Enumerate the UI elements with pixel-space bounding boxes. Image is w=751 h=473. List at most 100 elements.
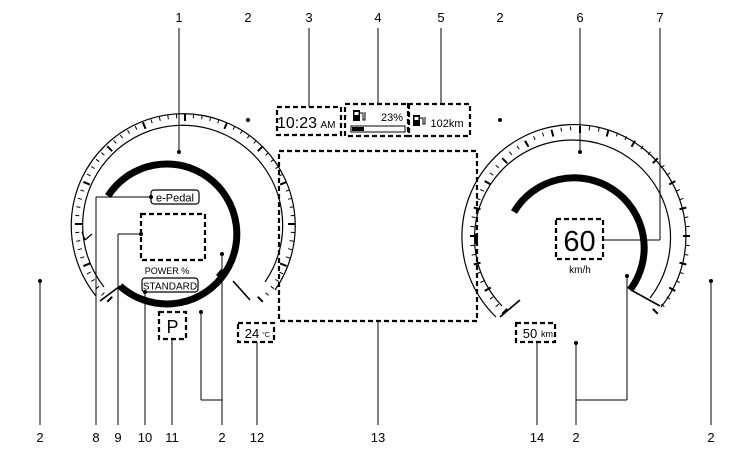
gauge-tick xyxy=(287,248,293,251)
speedometer-mid-arc xyxy=(473,139,672,307)
power-meter-mid-arc xyxy=(82,124,284,288)
gauge-tick xyxy=(660,303,665,308)
gauge-tick xyxy=(679,261,687,266)
gear-position-value: P xyxy=(166,317,178,337)
gauge-tick xyxy=(668,286,676,292)
gauge-tick xyxy=(167,115,169,120)
callout-11: 11 xyxy=(165,430,179,445)
callout-13: 13 xyxy=(371,430,385,445)
gauge-tick xyxy=(76,206,81,208)
gauge-tick xyxy=(113,140,117,144)
gauge-tick xyxy=(265,292,269,296)
gauge-tick xyxy=(679,206,687,211)
speed-limit-box xyxy=(514,321,557,344)
gauge-tick xyxy=(484,286,492,292)
gauge-tick xyxy=(289,240,294,242)
gauge-tick xyxy=(101,292,105,296)
speed-limit-value: 50 xyxy=(523,326,537,341)
clock-ampm: AM xyxy=(321,120,336,131)
gauge-tick xyxy=(119,134,124,139)
gauge-tick xyxy=(217,119,220,124)
gauge-tick xyxy=(257,296,264,303)
gauge-tick xyxy=(533,136,536,141)
gauge-tick xyxy=(476,271,481,275)
gauge-tick xyxy=(675,280,680,283)
power-display-box xyxy=(139,212,207,262)
gauge-tick xyxy=(285,189,290,192)
gauge-tick xyxy=(484,180,492,186)
gauge-tick xyxy=(106,145,113,152)
gauge-tick xyxy=(232,125,236,130)
speed-unit: km/h xyxy=(569,265,591,276)
gauge-tick xyxy=(679,197,684,201)
gauge-tick xyxy=(652,157,659,164)
callout-5: 5 xyxy=(437,10,444,25)
gauge-tick xyxy=(624,136,627,141)
gauge-tick xyxy=(83,262,91,268)
callout-12: 12 xyxy=(250,430,264,445)
gauge-tick xyxy=(253,140,257,144)
power-meter-inner-arc xyxy=(105,160,241,308)
gauge-tick xyxy=(489,296,494,300)
gauge-tick xyxy=(287,197,293,200)
gauge-tick xyxy=(524,140,530,148)
gauge-tick xyxy=(675,189,680,192)
speedometer-gauge xyxy=(461,123,690,318)
gauge-tick xyxy=(630,140,636,148)
gauge-tick xyxy=(471,253,476,256)
speed-value: 60 xyxy=(563,226,595,258)
epedal-label: e-Pedal xyxy=(156,193,194,205)
gauge-tick xyxy=(501,308,508,315)
gauge-tick xyxy=(106,296,113,303)
battery-percent: 23% xyxy=(381,112,403,124)
callout-2: 2 xyxy=(218,430,225,445)
range-value: 102km xyxy=(430,118,463,130)
speedometer-inner-arc xyxy=(510,174,648,293)
gauge-tick xyxy=(90,166,95,170)
gauge-tick xyxy=(668,180,676,186)
gauge-tick xyxy=(480,189,485,192)
gauge-tick xyxy=(158,116,161,122)
gauge-tick xyxy=(270,158,275,163)
speedometer-ticks xyxy=(470,126,690,315)
gauge-tick xyxy=(495,164,500,169)
gauge-tick xyxy=(275,278,280,282)
gauge-tick xyxy=(279,173,284,177)
power-meter-ticks xyxy=(75,114,295,303)
gauge-tick xyxy=(150,119,153,124)
gauge-tick xyxy=(90,278,95,282)
gauge-tick xyxy=(83,180,91,186)
battery-gauge-track xyxy=(350,125,406,133)
gauge-tick xyxy=(201,115,203,120)
callout-2: 2 xyxy=(496,10,503,25)
gauge-tick xyxy=(77,248,83,251)
gauge-tick xyxy=(209,116,212,122)
gauge-tick xyxy=(101,152,105,156)
gauge-tick xyxy=(473,206,481,211)
gauge-tick xyxy=(684,253,689,256)
outside-temp-value: 24 xyxy=(245,326,259,341)
gauge-tick xyxy=(666,296,671,300)
gauge-tick xyxy=(666,172,671,176)
fuel-pump-plug-icon xyxy=(413,115,426,126)
speedometer-outer-arc xyxy=(461,123,687,318)
gauge-tick xyxy=(270,285,275,290)
gauge-tick xyxy=(86,271,91,275)
gauge-tick xyxy=(95,285,100,290)
gauge-tick xyxy=(684,216,689,219)
gauge-tick xyxy=(473,261,481,266)
gauge-tick xyxy=(597,127,600,132)
gauge-tick xyxy=(76,240,81,242)
gauge-tick xyxy=(489,172,494,176)
speed-limit-unit: km xyxy=(541,329,553,339)
gauge-tick xyxy=(560,127,563,132)
gauge-tick xyxy=(289,206,294,208)
callout-9: 9 xyxy=(114,430,121,445)
gauge-tick xyxy=(640,145,644,150)
gauge-tick xyxy=(77,197,83,200)
gauge-tick xyxy=(86,173,91,177)
center-display-box xyxy=(277,149,479,323)
callout-2: 2 xyxy=(707,430,714,445)
callout-2: 2 xyxy=(244,10,251,25)
